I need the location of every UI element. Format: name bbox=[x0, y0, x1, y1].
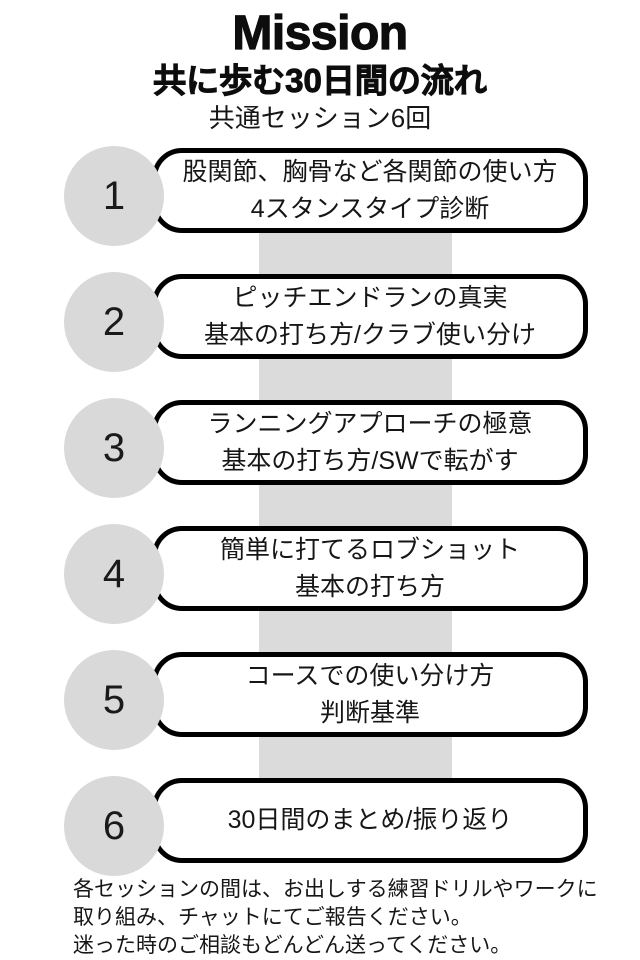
session-box-5: コースでの使い分け方 判断基準 bbox=[152, 652, 588, 737]
session-box-line: 基本の打ち方/SWで転がす bbox=[221, 446, 519, 475]
session-row-6: 30日間のまとめ/振り返り 6 bbox=[0, 776, 640, 878]
step-number-circle-1: 1 bbox=[64, 146, 164, 246]
session-box-line: 基本の打ち方 bbox=[294, 572, 445, 601]
session-box-line: ピッチエンドランの真実 bbox=[232, 283, 508, 312]
session-box-line: ランニングアプローチの極意 bbox=[207, 409, 533, 438]
step-number-circle-2: 2 bbox=[64, 272, 164, 372]
page-title: Mission bbox=[232, 7, 409, 60]
step-number-circle-6: 6 bbox=[64, 776, 164, 876]
footer-line: 取り組み、チャットにてご報告ください。 bbox=[73, 906, 472, 929]
session-box-line: コースでの使い分け方 bbox=[245, 661, 495, 690]
page-subtitle: 共に歩む30日間の流れ bbox=[153, 62, 488, 100]
session-box-4: 簡単に打てるロブショット 基本の打ち方 bbox=[152, 526, 588, 611]
step-number: 6 bbox=[102, 803, 126, 848]
step-number-circle-3: 3 bbox=[64, 398, 164, 498]
session-box-line: 股関節、胸骨など各関節の使い方 bbox=[182, 157, 558, 186]
session-row-2: ピッチエンドランの真実 基本の打ち方/クラブ使い分け 2 bbox=[0, 272, 640, 374]
session-box-line: 4スタンスタイプ診断 bbox=[250, 194, 490, 223]
session-box-line: 基本の打ち方/クラブ使い分け bbox=[204, 320, 536, 349]
session-row-3: ランニングアプローチの極意 基本の打ち方/SWで転がす 3 bbox=[0, 398, 640, 500]
step-number: 3 bbox=[102, 425, 126, 470]
session-box-line: 簡単に打てるロブショット bbox=[219, 535, 520, 564]
session-row-5: コースでの使い分け方 判断基準 5 bbox=[0, 650, 640, 752]
footer-note: 各セッションの間は、お出しする練習ドリルやワークに 取り組み、チャットにてご報告… bbox=[73, 876, 613, 960]
session-box-1: 股関節、胸骨など各関節の使い方 4スタンスタイプ診断 bbox=[152, 148, 588, 233]
session-count-label: 共通セッション6回 bbox=[208, 103, 432, 133]
step-number-circle-5: 5 bbox=[64, 650, 164, 750]
session-box-6: 30日間のまとめ/振り返り bbox=[152, 778, 588, 863]
session-box-3: ランニングアプローチの極意 基本の打ち方/SWで転がす bbox=[152, 400, 588, 485]
step-number: 5 bbox=[102, 677, 126, 722]
footer-line: 各セッションの間は、お出しする練習ドリルやワークに bbox=[73, 878, 598, 901]
session-box-line: 判断基準 bbox=[319, 698, 420, 727]
step-number-circle-4: 4 bbox=[64, 524, 164, 624]
step-number: 1 bbox=[102, 173, 126, 218]
session-box-line: 30日間のまとめ/振り返り bbox=[227, 806, 513, 834]
step-number: 4 bbox=[102, 551, 126, 596]
footer-line: 迷った時のご相談もどんどん送ってください。 bbox=[73, 934, 512, 957]
session-row-1: 股関節、胸骨など各関節の使い方 4スタンスタイプ診断 1 bbox=[0, 146, 640, 248]
step-number: 2 bbox=[102, 299, 126, 344]
session-box-2: ピッチエンドランの真実 基本の打ち方/クラブ使い分け bbox=[152, 274, 588, 359]
session-row-4: 簡単に打てるロブショット 基本の打ち方 4 bbox=[0, 524, 640, 626]
